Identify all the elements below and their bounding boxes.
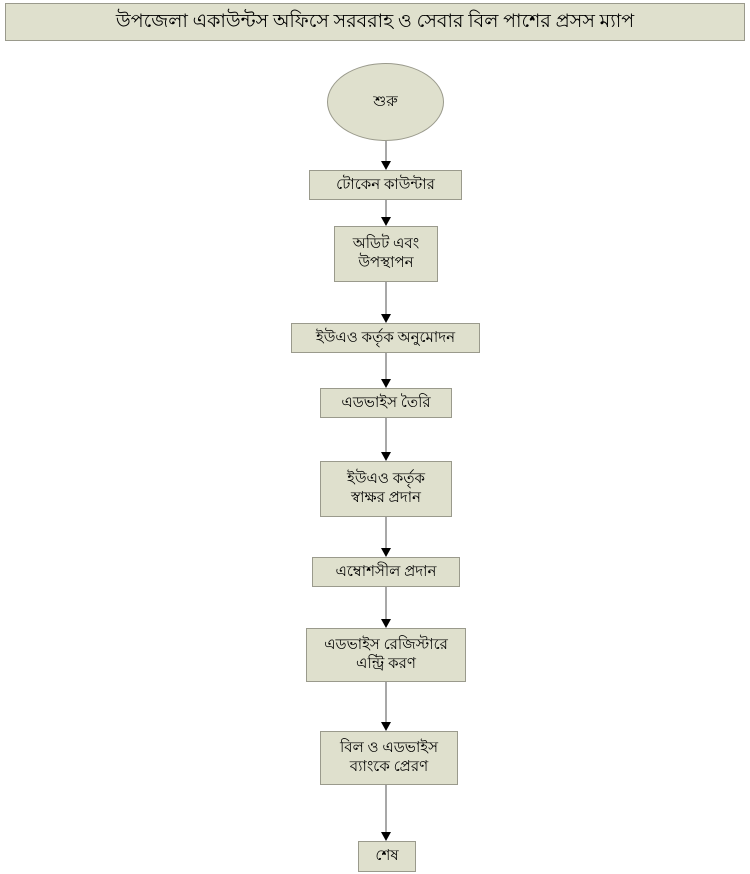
flow-node-token-counter[interactable]: টোকেন কাউন্টার [309,170,462,200]
flow-node-uao-approval[interactable]: ইউএও কর্তৃক অনুমোদন [291,323,480,353]
connector-send-to-bank-to-end [381,785,391,841]
arrowhead-icon [381,452,391,461]
connector-uao-signature-to-emboss-seal [381,517,391,557]
connector-audit-present-to-uao-approval [381,282,391,323]
flow-node-end[interactable]: শেষ [358,841,416,872]
flow-node-register-entry[interactable]: এডভাইস রেজিস্টারে এন্ট্রি করণ [306,628,466,682]
arrowhead-icon [381,722,391,731]
flow-node-uao-signature[interactable]: ইউএও কর্তৃক স্বাক্ষর প্রদান [320,461,452,517]
arrowhead-icon [381,217,391,226]
flow-node-label-advice-creation: এডভাইস তৈরি [341,394,431,411]
flow-node-label-end: শেষ [375,848,399,865]
connector-emboss-seal-to-register-entry [381,587,391,628]
connector-token-counter-to-audit-present [381,200,391,226]
connector-register-entry-to-send-to-bank [381,682,391,731]
arrowhead-icon [381,314,391,323]
arrowhead-icon [381,832,391,841]
connector-uao-approval-to-advice-creation [381,353,391,388]
page-title: উপজেলা একাউন্টস অফিসে সরবরাহ ও সেবার বিল… [115,11,635,33]
flow-node-start[interactable]: শুরু [327,63,444,141]
flow-node-audit-present[interactable]: অডিট এবং উপস্থাপন [334,226,438,282]
flow-node-label-token-counter: টোকেন কাউন্টার [336,176,435,193]
flow-node-label-uao-signature: ইউএও কর্তৃক স্বাক্ষর প্রদান [347,471,425,506]
flow-node-label-send-to-bank: বিল ও এডভাইস ব্যাংকে প্রেরণ [339,740,439,775]
connector-advice-creation-to-uao-signature [381,418,391,461]
flow-node-send-to-bank[interactable]: বিল ও এডভাইস ব্যাংকে প্রেরণ [320,731,458,785]
connector-start-to-token-counter [381,141,391,170]
flow-node-emboss-seal[interactable]: এম্বোশসীল প্রদান [312,557,460,587]
arrowhead-icon [381,379,391,388]
diagram-title-banner: উপজেলা একাউন্টস অফিসে সরবরাহ ও সেবার বিল… [5,3,745,41]
arrowhead-icon [381,161,391,170]
flow-node-label-uao-approval: ইউএও কর্তৃক অনুমোদন [315,329,456,346]
flow-node-label-start: শুরু [373,93,398,110]
arrowhead-icon [381,548,391,557]
flow-node-label-audit-present: অডিট এবং উপস্থাপন [352,236,420,271]
arrowhead-icon [381,619,391,628]
flow-node-label-emboss-seal: এম্বোশসীল প্রদান [335,563,437,580]
flow-node-advice-creation[interactable]: এডভাইস তৈরি [320,388,452,418]
flow-node-label-register-entry: এডভাইস রেজিস্টারে এন্ট্রি করণ [324,637,448,672]
